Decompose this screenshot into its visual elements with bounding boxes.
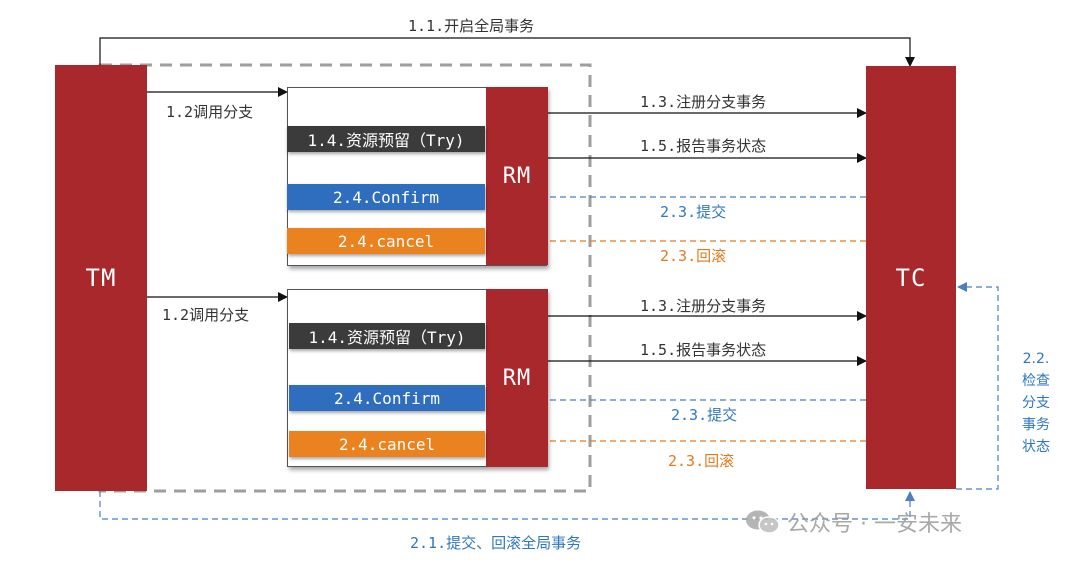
check-status-line: 2.2. — [1022, 351, 1050, 367]
try-action-1: 1.4.资源预留（Try) — [287, 126, 485, 152]
label-report-status-2: 1.5.报告事务状态 — [640, 341, 767, 359]
transaction-scope-box — [98, 63, 592, 493]
label-global-commit-rollback: 2.1.提交、回滚全局事务 — [410, 534, 582, 552]
watermark: 公众号 · 一安未来 — [745, 506, 962, 538]
label-report-status-1: 1.5.报告事务状态 — [640, 137, 767, 155]
check-status-line: 检查 — [1022, 373, 1050, 389]
rm-pillar-1: RM — [486, 87, 548, 265]
cancel-action-1: 2.4.cancel — [287, 228, 485, 254]
cancel-action-2: 2.4.cancel — [289, 431, 485, 457]
label-call-branch-1: 1.2调用分支 — [166, 103, 254, 121]
label-open-global: 1.1.开启全局事务 — [408, 17, 535, 35]
arrow-open-global — [99, 37, 915, 67]
label-rollback-1: 2.3.回滚 — [660, 247, 727, 265]
rm-pillar-2: RM — [486, 289, 548, 467]
label-register-branch-1: 1.3.注册分支事务 — [640, 93, 767, 111]
watermark-text: 公众号 · 一安未来 — [787, 512, 962, 537]
wechat-icon — [746, 510, 780, 534]
label-rollback-2: 2.3.回滚 — [668, 452, 735, 470]
label-check-status: 2.2. 检查 分支 事务 状态 — [1016, 348, 1056, 458]
tc-pillar: TC — [866, 66, 956, 489]
label-commit-1: 2.3.提交 — [660, 203, 727, 221]
try-action-2: 1.4.资源预留（Try) — [289, 323, 485, 349]
check-status-line: 分支 — [1022, 395, 1050, 411]
check-status-line: 状态 — [1022, 439, 1050, 455]
confirm-action-2: 2.4.Confirm — [289, 385, 485, 411]
label-call-branch-2: 1.2调用分支 — [162, 306, 250, 324]
arrow-check-status — [956, 282, 999, 490]
tm-pillar: TM — [55, 65, 147, 491]
label-commit-2: 2.3.提交 — [671, 406, 738, 424]
check-status-line: 事务 — [1022, 417, 1050, 433]
confirm-action-1: 2.4.Confirm — [287, 184, 485, 210]
label-register-branch-2: 1.3.注册分支事务 — [640, 297, 767, 315]
arrow-global-commit-rollback — [99, 491, 915, 520]
